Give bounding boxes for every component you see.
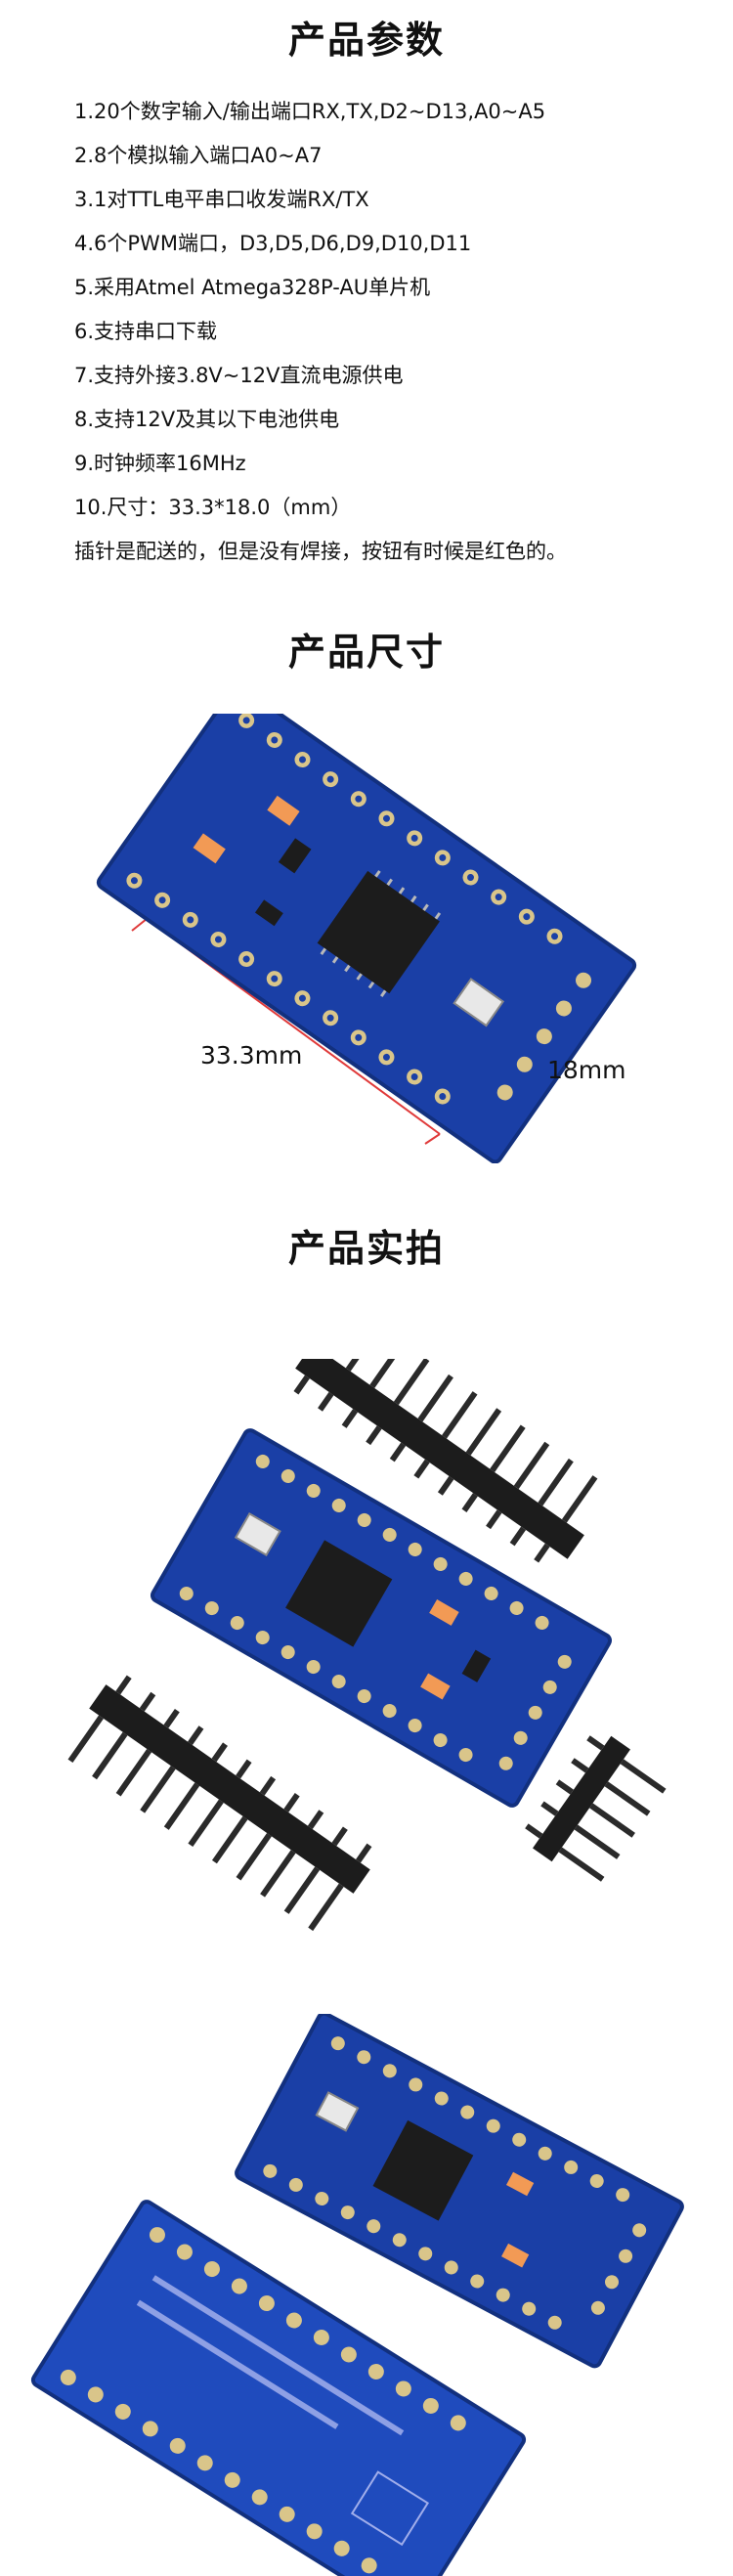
spec-item: 2.8个模拟输入端口A0~A7 xyxy=(74,144,323,167)
reset-button xyxy=(234,1511,281,1556)
resistor xyxy=(501,2243,530,2268)
spec-item: 插针是配送的，但是没有焊接，按钮有时候是红色的。 xyxy=(74,540,567,563)
resistor xyxy=(267,795,300,826)
resistor xyxy=(505,2171,535,2197)
length-label: 33.3mm xyxy=(200,1041,303,1070)
spec-item: 4.6个PWM端口，D3,D5,D6,D9,D10,D11 xyxy=(74,232,472,255)
spec-item: 7.支持外接3.8V~12V直流电源供电 xyxy=(74,364,404,387)
pro-mini-board-front xyxy=(235,2014,684,2369)
resistor xyxy=(429,1599,459,1626)
spec-item: 5.采用Atmel Atmega328P-AU单片机 xyxy=(74,276,431,299)
pro-mini-board xyxy=(96,714,637,1163)
spec-item: 3.1对TTL电平串口收发端RX/TX xyxy=(74,188,369,211)
resistor xyxy=(193,833,226,864)
product-photo-1 xyxy=(67,1359,667,1932)
pin-header-long xyxy=(67,1675,372,1932)
reset-button xyxy=(453,978,505,1027)
mcu-chip xyxy=(317,870,440,994)
mcu-chip xyxy=(372,2119,474,2221)
spec-item: 6.支持串口下载 xyxy=(74,320,218,343)
photo-title: 产品实拍 xyxy=(287,1227,445,1270)
pin-header-short xyxy=(525,1735,667,1882)
spec-list: 1.20个数字输入/输出端口RX,TX,D2~D13,A0~A5 2.8个模拟输… xyxy=(74,90,719,574)
spec-item: 1.20个数字输入/输出端口RX,TX,D2~D13,A0~A5 xyxy=(74,100,546,123)
params-title: 产品参数 xyxy=(287,19,445,62)
product-photo-2 xyxy=(30,2014,684,2576)
pro-mini-board xyxy=(151,1428,612,1808)
width-label: 18mm xyxy=(547,1056,626,1084)
reset-button xyxy=(315,2091,360,2132)
spec-item: 8.支持12V及其以下电池供电 xyxy=(74,408,340,431)
size-title: 产品尺寸 xyxy=(287,631,445,674)
board-size-diagram xyxy=(96,714,637,1163)
pin-header-long xyxy=(293,1359,598,1563)
spec-item: 10.尺寸：33.3*18.0（mm） xyxy=(74,496,352,519)
resistor xyxy=(420,1673,451,1700)
pro-mini-board-back xyxy=(30,2200,527,2576)
spec-item: 9.时钟频率16MHz xyxy=(74,452,246,475)
mcu-chip xyxy=(285,1540,393,1647)
